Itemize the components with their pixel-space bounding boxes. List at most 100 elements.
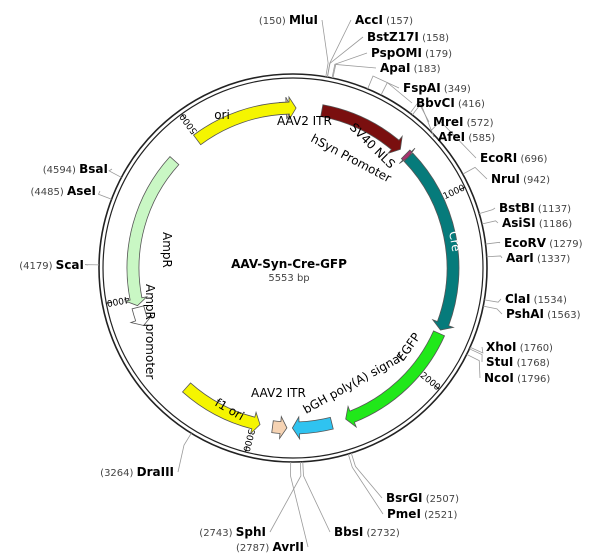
site-position: (1186) (539, 219, 572, 230)
site-label: FspAI (349) (403, 81, 471, 95)
site-position: (585) (468, 133, 495, 144)
site-name: NruI (491, 172, 520, 186)
feature-label-aav2-itr-2: AAV2 ITR (251, 386, 306, 400)
site-position: (179) (425, 49, 452, 60)
site-leader (469, 348, 483, 363)
site-leader (486, 255, 503, 259)
site-name: BsrGI (386, 491, 423, 505)
site-position: (1279) (549, 239, 582, 250)
tick-label: 4000 (106, 293, 131, 307)
site-position: (3264) (100, 468, 133, 479)
feature-aav2-itr-2 (271, 415, 288, 440)
site-name: PmeI (387, 507, 421, 521)
site-leader (430, 120, 477, 159)
site-name: AccI (355, 13, 383, 27)
feature-label-aav2-itr-1: AAV2 ITR (277, 114, 332, 128)
feature-ampr (123, 156, 180, 307)
tick-label: 1000 (442, 183, 467, 202)
site-label: AccI (157) (355, 13, 413, 27)
site-leader (177, 433, 192, 473)
site-label: BbsI (2732) (334, 525, 400, 539)
site-leader (380, 81, 413, 104)
site-position: (2732) (367, 528, 400, 539)
feature-label-ampr-promoter: AmpR promoter (143, 284, 157, 379)
site-name: NcoI (484, 371, 514, 385)
site-name: MluI (289, 13, 318, 27)
feature-hsyn-promoter (320, 104, 403, 155)
site-label: MreI (572) (433, 115, 494, 129)
site-label: ClaI (1534) (505, 292, 567, 306)
site-leader (97, 190, 112, 200)
tick-mark (434, 385, 440, 390)
site-name: BstZ17I (367, 30, 419, 44)
site-name: BbvCI (416, 96, 455, 110)
backbone-outer-circle (98, 73, 488, 463)
plasmid-name: AAV-Syn-Cre-GFP (231, 257, 347, 271)
site-name: AsiSI (502, 216, 536, 230)
feature-cre (403, 152, 460, 331)
site-position: (4179) (19, 261, 52, 272)
site-name: AarI (506, 251, 534, 265)
site-leader (485, 241, 501, 245)
site-label: BbvCI (416) (416, 96, 485, 110)
feature-ori (192, 95, 297, 146)
site-name: PshAI (506, 307, 544, 321)
site-label: (150) MluI (259, 13, 318, 27)
site-leader (466, 354, 481, 379)
site-position: (1563) (547, 310, 580, 321)
site-leader (367, 75, 400, 90)
site-label: (3264) DraIII (100, 465, 174, 479)
site-leader (302, 461, 331, 533)
site-name: FspAI (403, 81, 441, 95)
site-label: PspOMI (179) (371, 46, 452, 60)
feature-bgh-polya (291, 415, 334, 441)
site-position: (2521) (424, 510, 457, 521)
tick-mark (244, 446, 248, 453)
site-name: BstBI (499, 201, 535, 215)
site-leader (462, 166, 488, 180)
site-position: (1796) (517, 374, 550, 385)
site-name: EcoRV (504, 236, 547, 250)
feature-label-cre: Cre (446, 230, 463, 253)
site-position: (4485) (31, 187, 64, 198)
feature-label-ori: ori (214, 108, 230, 122)
site-leader (332, 64, 377, 79)
site-position: (942) (523, 175, 550, 186)
site-position: (158) (422, 33, 449, 44)
site-position: (2743) (199, 528, 232, 539)
site-label: StuI (1768) (486, 355, 550, 369)
site-label: PmeI (2521) (387, 507, 457, 521)
site-leader (484, 298, 502, 303)
tick-label: 3000 (240, 428, 255, 453)
site-position: (1760) (520, 343, 553, 354)
site-label: AarI (1337) (506, 251, 570, 265)
site-name: EcoRI (480, 151, 517, 165)
site-label: NruI (942) (491, 172, 550, 186)
feature-label-bgh-polya: bGH poly(A) signal (301, 350, 406, 417)
site-label: EcoRV (1279) (504, 236, 583, 250)
site-name: ApaI (380, 61, 410, 75)
site-position: (183) (414, 64, 441, 75)
feature-label-ampr: AmpR (160, 232, 174, 268)
feature-ampr-promoter (129, 305, 153, 326)
site-position: (696) (520, 154, 547, 165)
site-leader (347, 453, 384, 515)
site-name: SphI (236, 525, 266, 539)
site-label: (4179) ScaI (19, 258, 84, 272)
site-position: (150) (259, 16, 286, 27)
site-position: (4594) (43, 165, 76, 176)
site-leader-lines (84, 19, 503, 548)
site-name: BsaI (79, 162, 108, 176)
restriction-sites: (150) MluI AccI (157) BstZ17I (158) PspOMI … (19, 13, 582, 554)
site-leader (269, 461, 302, 533)
site-position: (1337) (537, 254, 570, 265)
site-name: ClaI (505, 292, 530, 306)
site-position: (1534) (534, 295, 567, 306)
site-label: (4594) BsaI (43, 162, 108, 176)
site-leader (331, 52, 368, 79)
site-leader (350, 452, 383, 499)
tick-mark (459, 186, 466, 191)
site-name: DraIII (137, 465, 174, 479)
site-label: (2743) SphI (199, 525, 266, 539)
site-label: AsiSI (1186) (502, 216, 572, 230)
